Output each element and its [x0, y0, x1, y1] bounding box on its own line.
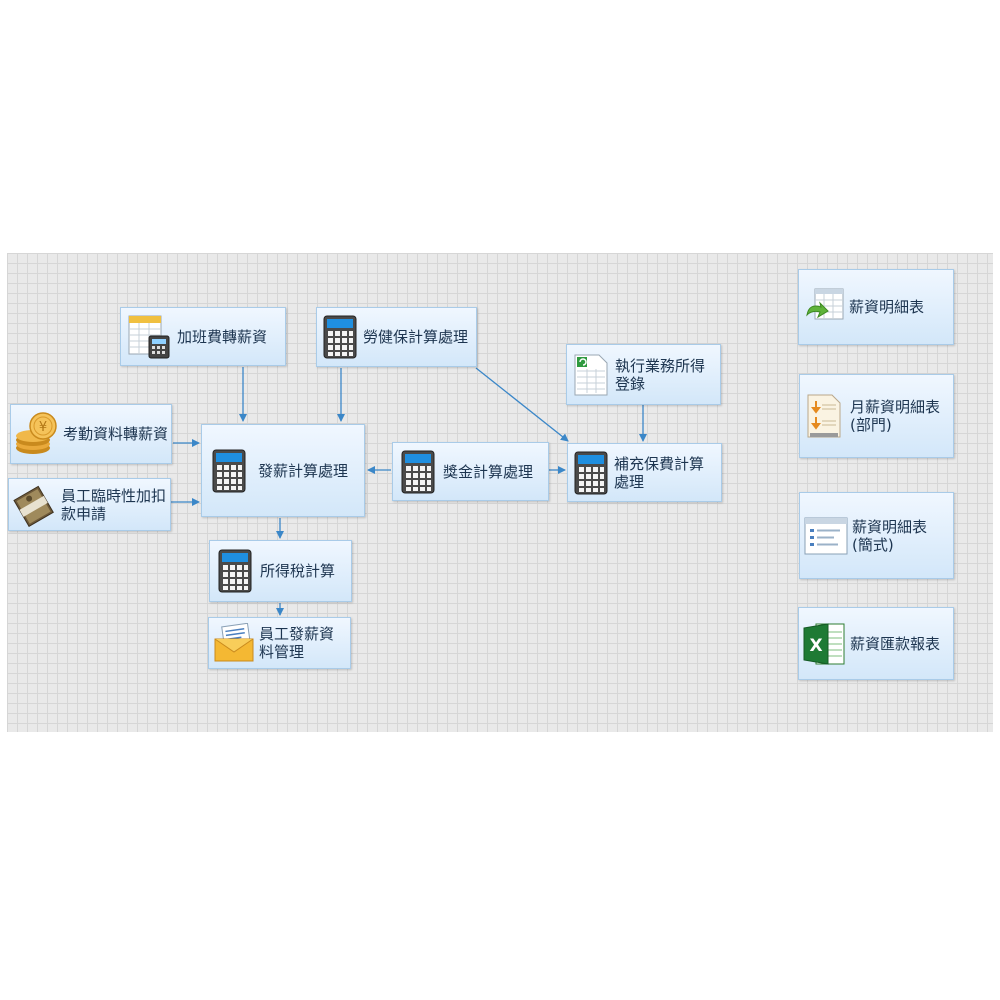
report-monthly-salary-detail-dept[interactable]: 月薪資明細表 (部門) — [799, 374, 954, 458]
node-payroll-calc[interactable]: 發薪計算處理 — [201, 424, 365, 517]
calculator-icon — [574, 451, 608, 495]
node-temp-adjustment-request[interactable]: 員工臨時性加扣款申請 — [8, 478, 171, 531]
excel-icon: X — [802, 620, 846, 668]
node-label: 執行業務所得登錄 — [615, 356, 706, 393]
report-label-line1: 月薪資明細表 — [850, 398, 941, 416]
report-label-line2: (部門) — [850, 416, 892, 434]
node-employee-payroll-management[interactable]: 員工發薪資料管理 — [208, 617, 351, 669]
calculator-icon — [218, 549, 252, 593]
report-salary-detail[interactable]: 薪資明細表 — [798, 269, 954, 345]
calculator-icon — [212, 449, 246, 493]
node-label: 勞健保計算處理 — [363, 328, 469, 346]
report-salary-detail-simple[interactable]: 薪資明細表 (簡式) — [799, 492, 954, 579]
report-label-group: 薪資明細表 (簡式) — [852, 518, 927, 554]
node-overtime-to-salary[interactable]: 加班費轉薪資 — [120, 307, 286, 366]
node-supplementary-premium-calc[interactable]: 補充保費計算處理 — [567, 443, 722, 502]
list-window-icon — [804, 516, 848, 556]
report-label: 薪資明細表 — [849, 298, 925, 316]
spreadsheet-calculator-icon — [127, 314, 171, 360]
node-label: 獎金計算處理 — [443, 462, 534, 481]
money-bundle-icon — [13, 483, 55, 527]
node-bonus-calc[interactable]: 獎金計算處理 — [392, 442, 549, 501]
report-label-group: 月薪資明細表 (部門) — [850, 398, 940, 434]
node-business-income-register[interactable]: 執行業務所得登錄 — [566, 344, 721, 405]
node-attendance-to-salary[interactable]: ¥ 考勤資料轉薪資 — [10, 404, 172, 464]
envelope-icon — [213, 623, 255, 663]
calculator-icon — [401, 450, 435, 494]
spreadsheet-icon — [573, 353, 609, 397]
node-label: 補充保費計算處理 — [614, 454, 705, 491]
report-label: 薪資匯款報表 — [850, 634, 941, 653]
node-label: 考勤資料轉薪資 — [63, 425, 169, 443]
report-salary-remittance[interactable]: X 薪資匯款報表 — [798, 607, 954, 680]
report-label-line1: 薪資明細表 — [852, 517, 928, 536]
node-label: 發薪計算處理 — [258, 461, 349, 480]
sort-document-icon — [804, 393, 844, 439]
node-label: 所得稅計算 — [260, 562, 336, 580]
svg-text:X: X — [809, 636, 822, 656]
node-label: 員工發薪資料管理 — [259, 625, 335, 661]
node-label: 加班費轉薪資 — [177, 327, 268, 346]
coins-icon: ¥ — [13, 410, 61, 458]
svg-text:¥: ¥ — [39, 420, 47, 435]
report-label-line2: (簡式) — [852, 535, 894, 554]
refresh-document-icon — [803, 287, 845, 327]
node-label: 員工臨時性加扣款申請 — [61, 486, 167, 523]
node-income-tax-calc[interactable]: 所得稅計算 — [209, 540, 352, 602]
calculator-icon — [323, 315, 357, 359]
node-labor-health-insurance-calc[interactable]: 勞健保計算處理 — [316, 307, 477, 367]
